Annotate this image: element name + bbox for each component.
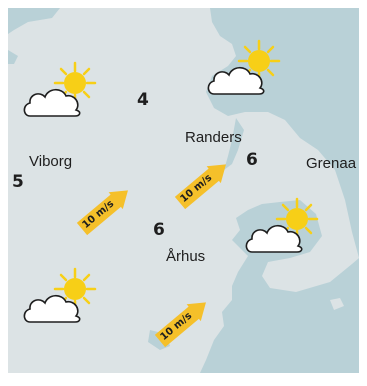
partly-sunny-icon xyxy=(207,39,281,95)
partly-sunny-icon xyxy=(23,61,97,117)
cloud-icon xyxy=(23,294,81,323)
city-label-aarhus: Århus xyxy=(166,248,206,265)
city-label-viborg: Viborg xyxy=(29,153,73,170)
randers-fjord xyxy=(224,118,244,170)
partly-sunny-icon xyxy=(23,267,97,323)
aarhus-bay-sea xyxy=(200,200,359,373)
city-label-grenaa: Grenaa xyxy=(306,155,357,172)
partly-sunny-icon xyxy=(245,197,319,253)
island xyxy=(330,298,344,310)
temperature-west: 5 xyxy=(12,172,24,192)
cloud-icon xyxy=(207,66,265,95)
limfjord-sea xyxy=(8,8,60,34)
cloud-icon xyxy=(245,224,303,253)
sun-icon xyxy=(237,39,281,83)
western-inlet xyxy=(8,50,18,64)
city-label-randers: Randers xyxy=(185,129,242,146)
temperature-north: 4 xyxy=(137,90,149,110)
cloud-icon xyxy=(23,88,81,117)
temperature-aarhus: 6 xyxy=(153,220,165,240)
temperature-randers: 6 xyxy=(246,150,258,170)
